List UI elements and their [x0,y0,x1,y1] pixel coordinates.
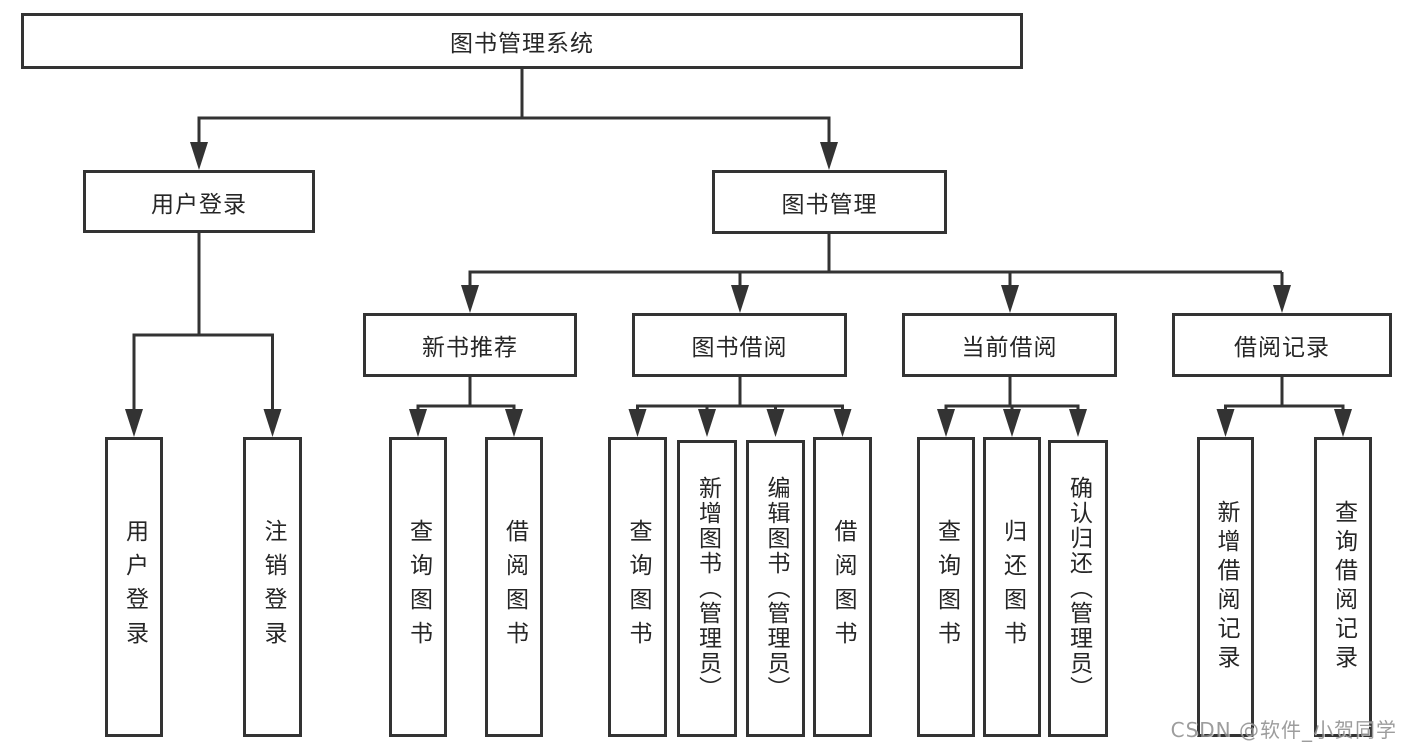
arrowhead [1069,409,1087,437]
node-user-login: 用户登录 [83,170,315,233]
arrowhead [1216,409,1235,437]
node-book-borrow: 图书借阅 [632,313,847,377]
arrowhead [1001,285,1019,313]
arrowhead [1003,409,1021,437]
leaf-bb-edit-books-admin: 编辑图书（管理员） [746,440,805,737]
node-label: 图书管理系统 [450,31,594,57]
node-label: 新增借阅记录 [1213,500,1239,674]
node-label: 查询图书 [405,519,432,655]
arrowhead [409,409,427,437]
leaf-logout: 注销登录 [243,437,302,737]
leaf-cb-query-books: 查询图书 [917,437,975,737]
leaf-br-query-record: 查询借阅记录 [1314,437,1372,737]
node-label: 当前借阅 [961,335,1058,361]
watermark: CSDN @软件_小贺同学 [1170,718,1397,742]
node-label: 借阅图书 [501,519,528,655]
arrowhead [731,285,749,313]
arrowhead [125,409,143,437]
leaf-nbr-borrow-books: 借阅图书 [485,437,543,737]
node-label: 用户登录 [121,519,148,655]
arrowhead [1273,285,1291,313]
arrowhead [190,142,208,170]
node-label: 编辑图书（管理员） [763,476,789,701]
node-label: 注销登录 [260,519,286,655]
arrowhead [820,142,838,170]
arrowhead [1334,409,1352,437]
node-label: 图书借阅 [691,335,788,361]
node-label: 新增图书（管理员） [694,476,721,701]
arrowhead [263,409,282,437]
node-borrow-records: 借阅记录 [1172,313,1392,377]
leaf-cb-return-books: 归还图书 [983,437,1041,737]
node-label: 用户登录 [151,191,247,218]
node-label: 查询图书 [625,519,651,655]
arrowhead [833,409,852,437]
node-label: 新书推荐 [422,335,518,361]
leaf-user-login: 用户登录 [105,437,163,737]
leaf-cb-confirm-return-admin: 确认归还（管理员） [1048,440,1108,737]
leaf-bb-borrow-books: 借阅图书 [813,437,872,737]
node-label: 归还图书 [999,519,1026,655]
node-root-system: 图书管理系统 [21,13,1023,69]
leaf-br-add-record: 新增借阅记录 [1197,437,1254,737]
arrowhead [937,409,955,437]
leaf-bb-query-books: 查询图书 [608,437,667,737]
arrowhead [505,409,523,437]
node-book-management: 图书管理 [712,170,947,234]
node-label: 借阅图书 [830,519,856,655]
node-new-book-recommend: 新书推荐 [363,313,577,377]
leaf-nbr-query-books: 查询图书 [389,437,447,737]
node-label: 确认归还（管理员） [1065,476,1092,701]
arrowhead [461,285,479,313]
node-label: 借阅记录 [1234,335,1330,361]
arrowhead [766,409,785,437]
arrowhead [628,409,647,437]
node-label: 查询图书 [933,519,960,655]
node-label: 图书管理 [781,192,878,218]
node-current-borrow: 当前借阅 [902,313,1117,377]
arrowhead [698,409,716,437]
node-label: 查询借阅记录 [1330,500,1357,674]
leaf-bb-add-books-admin: 新增图书（管理员） [677,440,737,737]
